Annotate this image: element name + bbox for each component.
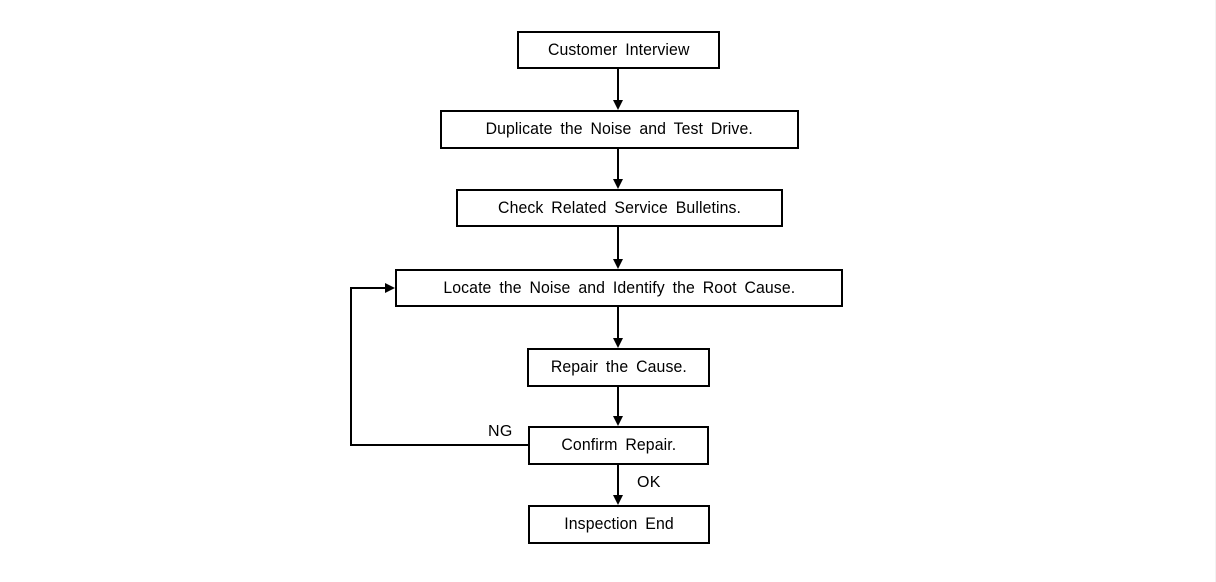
edge-label-ng: NG — [488, 423, 513, 440]
node-inspection-end[interactable]: Inspection End — [528, 505, 710, 544]
arrowhead-down-duplicate — [613, 100, 623, 110]
node-repair-cause[interactable]: Repair the Cause. — [527, 348, 710, 387]
arrowhead-down-end — [613, 495, 623, 505]
connector-repair-to-confirm — [617, 387, 619, 416]
node-label: Confirm Repair. — [561, 436, 676, 455]
ng-loop-horizontal-top — [350, 287, 387, 289]
connector-confirm-to-end — [617, 465, 619, 495]
edge-label-ok: OK — [637, 474, 661, 491]
ng-loop-horizontal-bottom — [350, 444, 530, 446]
node-label: Inspection End — [564, 515, 674, 534]
connector-locate-to-repair — [617, 307, 619, 338]
arrowhead-down-confirm — [613, 416, 623, 426]
node-duplicate-noise[interactable]: Duplicate the Noise and Test Drive. — [440, 110, 799, 149]
node-label: Duplicate the Noise and Test Drive. — [485, 120, 754, 139]
node-check-bulletins[interactable]: Check Related Service Bulletins. — [456, 189, 783, 227]
connector-interview-to-duplicate — [617, 69, 619, 100]
node-customer-interview[interactable]: Customer Interview — [517, 31, 720, 69]
node-label: Check Related Service Bulletins. — [498, 198, 741, 217]
node-label: Locate the Noise and Identify the Root C… — [443, 278, 795, 297]
node-confirm-repair[interactable]: Confirm Repair. — [528, 426, 709, 465]
node-label: Customer Interview — [547, 40, 690, 59]
connector-duplicate-to-bulletins — [617, 149, 619, 179]
arrowhead-right-locate — [385, 283, 395, 293]
connector-bulletins-to-locate — [617, 227, 619, 259]
node-label: Repair the Cause. — [550, 358, 687, 377]
arrowhead-down-locate — [613, 259, 623, 269]
arrowhead-down-bulletins — [613, 179, 623, 189]
ng-loop-vertical — [350, 287, 352, 446]
node-locate-noise[interactable]: Locate the Noise and Identify the Root C… — [395, 269, 843, 307]
arrowhead-down-repair — [613, 338, 623, 348]
